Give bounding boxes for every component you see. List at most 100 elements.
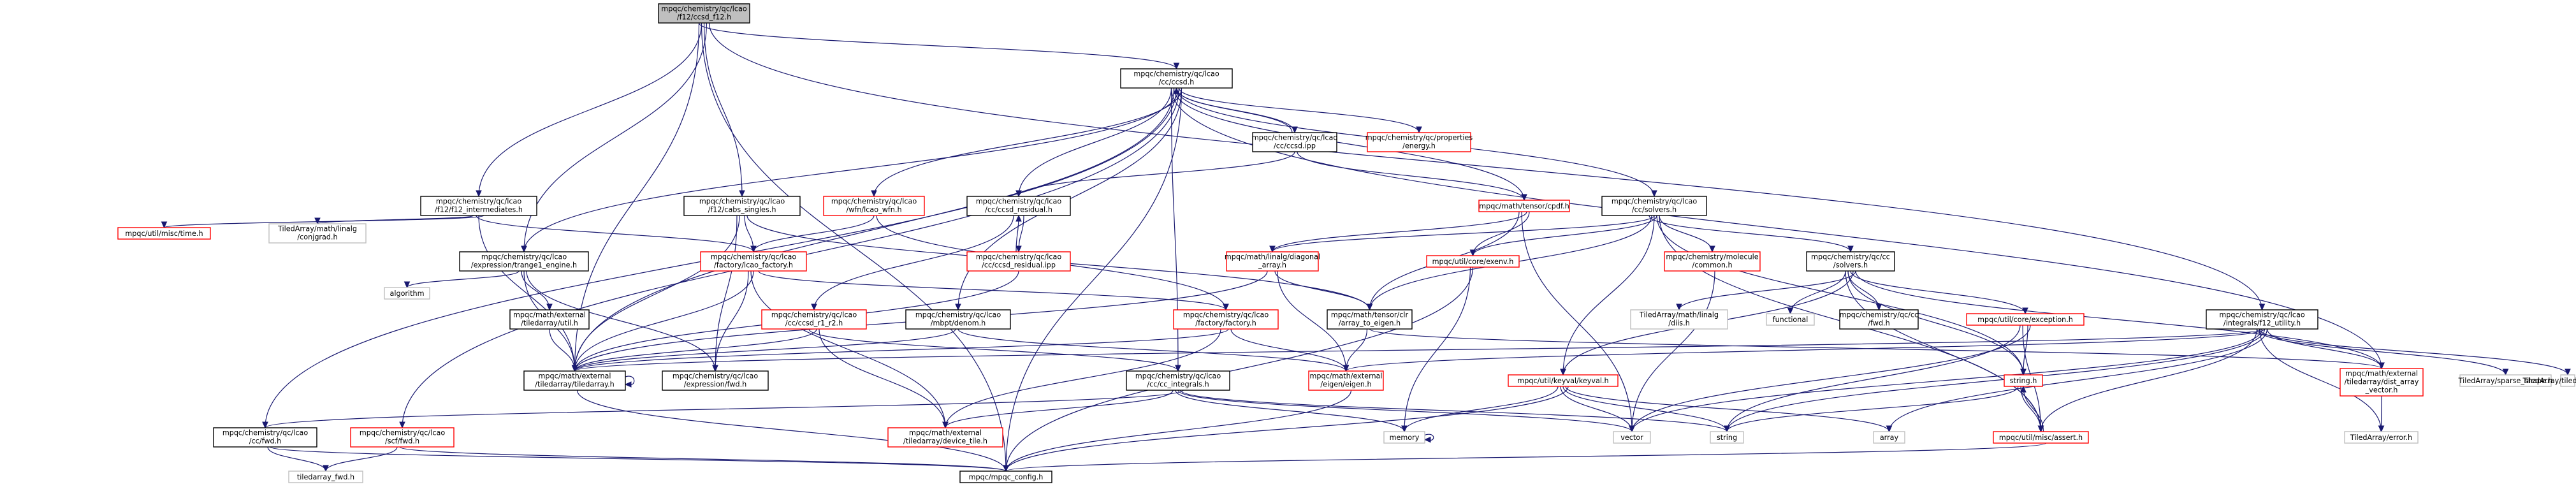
node-mbpt-denom-h[interactable]: mpqc/chemistry/qc/lcao/mbpt/denom.h [905,309,1011,330]
svg-text:/solvers.h: /solvers.h [1833,261,1868,270]
dependency-edge [2256,328,2509,376]
dependency-edge [404,270,520,289]
node-util-core-exenv-h[interactable]: mpqc/util/core/exenv.h [1426,255,1520,268]
svg-text:mpqc/math/external: mpqc/math/external [909,429,982,437]
node-cc-ccsd-r1-r2-h[interactable]: mpqc/chemistry/qc/lcao/cc/ccsd_r1_r2.h [761,309,867,330]
dependency-edge [1297,151,1527,201]
svg-text:/cc/fwd.h: /cc/fwd.h [249,437,281,446]
dependency-edge [703,22,745,198]
svg-text:/cc/ccsd.ipp: /cc/ccsd.ipp [1274,142,1316,150]
node-cc-fwd-h[interactable]: mpqc/chemistry/qc/lcao/cc/fwd.h [213,427,317,448]
svg-text:mpqc/chemistry/qc/lcao: mpqc/chemistry/qc/lcao [673,372,758,381]
node-expression-fwd-h[interactable]: mpqc/chemistry/qc/lcao/expression/fwd.h [662,370,769,391]
dependency-edge [1274,270,1373,311]
node-linalg-diagonal-array-h[interactable]: mpqc/math/linalg/diagonal_array.h [1225,251,1320,272]
node-tiledarray-diis-h[interactable]: TiledArray/math/linalg/diis.h [1630,309,1728,330]
header-nodes: mpqc/chemistry/qc/lcao/f12/ccsd_f12.h mp… [117,3,2576,483]
node-ccsd-f12-h[interactable]: mpqc/chemistry/qc/lcao/f12/ccsd_f12.h [658,3,750,24]
node-array[interactable]: array [1873,431,1905,444]
node-functional[interactable]: functional [1766,313,1815,326]
dependency-edge [1015,215,1024,253]
svg-text:/tiledarray/tiledarray.h: /tiledarray/tiledarray.h [535,381,614,389]
node-external-eigen-eigen-h[interactable]: mpqc/math/external/eigen/eigen.h [1308,370,1384,391]
node-vector[interactable]: vector [1613,431,1651,444]
svg-text:mpqc/chemistry/qc/lcao: mpqc/chemistry/qc/lcao [661,5,746,13]
node-molecule-common-h[interactable]: mpqc/chemistry/molecule/common.h [1664,251,1761,272]
svg-text:array: array [1880,434,1899,442]
dependency-edge [1003,390,1352,472]
dependency-edge [1850,270,2028,315]
node-tiledarray-tiledarray-h[interactable]: mpqc/math/external/tiledarray/tiledarray… [523,370,626,391]
svg-text:mpqc/chemistry/qc/lcao: mpqc/chemistry/qc/lcao [360,429,445,437]
svg-text:mpqc/math/tensor/cpdf.h: mpqc/math/tensor/cpdf.h [1479,202,1569,210]
svg-text:mpqc/chemistry/qc/lcao: mpqc/chemistry/qc/lcao [1252,134,1337,142]
node-cc-ccsd-residual-h[interactable]: mpqc/chemistry/qc/lcao/cc/ccsd_residual.… [966,196,1071,216]
node-factory-factory-h[interactable]: mpqc/chemistry/qc/lcao/factory/factory.h [1173,309,1279,330]
svg-text:mpqc/chemistry/qc/lcao: mpqc/chemistry/qc/lcao [699,198,785,206]
svg-text:/cc/solvers.h: /cc/solvers.h [1632,206,1677,214]
dependency-edge [314,215,474,225]
node-factory-lcao-factory-h[interactable]: mpqc/chemistry/qc/lcao/factory/lcao_fact… [700,251,807,272]
svg-text:/energy.h: /energy.h [1402,142,1436,150]
svg-text:mpqc/util/core/exception.h: mpqc/util/core/exception.h [1977,316,2073,324]
svg-text:_array.h: _array.h [1258,261,1286,270]
node-tiledarray-conjgrad-h[interactable]: TiledArray/math/linalg/conjgrad.h [268,223,367,244]
node-qc-cc-fwd-h[interactable]: mpqc/chemistry/qc/cc/fwd.h [1839,309,1919,330]
svg-text:/integrals/f12_utility.h: /integrals/f12_utility.h [2223,319,2301,328]
node-tiledarray-error-h[interactable]: TiledArray/error.h [2344,431,2419,444]
node-cc-solvers-h[interactable]: mpqc/chemistry/qc/lcao/cc/solvers.h [1601,196,1707,216]
node-cc-ccsd-h[interactable]: mpqc/chemistry/qc/lcao/cc/ccsd.h [1120,68,1233,89]
dependency-edge [1560,386,1635,433]
node-tiledarray-fwd-h[interactable]: tiledarray_fwd.h [288,471,363,483]
dependency-edge [808,328,1181,372]
dependency-edge [476,22,702,198]
node-tiledarray-sparse-shape-h[interactable]: TiledArray/sparse_shape.h [2458,374,2553,387]
svg-text:/scf/fwd.h: /scf/fwd.h [385,437,419,446]
node-tiledarray-device-tile-h[interactable]: mpqc/math/external/tiledarray/device_til… [887,427,1003,448]
dependency-edge [1175,390,1408,433]
dependency-edge [1178,87,1422,134]
dependency-edge [811,215,1014,311]
node-mpqc-config-h[interactable]: mpqc/mpqc_config.h [959,471,1052,483]
node-cc-ccsd-ipp[interactable]: mpqc/chemistry/qc/lcao/cc/ccsd.ipp [1252,132,1337,152]
svg-text:memory: memory [1390,434,1420,442]
node-f12-cabs-singles-h[interactable]: mpqc/chemistry/qc/lcao/f12/cabs_singles.… [683,196,801,216]
dependency-edges [161,22,2571,472]
node-scf-fwd-h[interactable]: mpqc/chemistry/qc/lcao/scf/fwd.h [350,427,455,448]
svg-text:mpqc/util/keyval/keyval.h: mpqc/util/keyval/keyval.h [1517,377,1608,385]
dependency-edge [2037,328,2258,433]
node-memory[interactable]: memory [1383,431,1425,444]
svg-text:mpqc/chemistry/qc/lcao: mpqc/chemistry/qc/lcao [976,198,1061,206]
node-cc-ccsd-residual-ipp[interactable]: mpqc/chemistry/qc/lcao/cc/ccsd_residual.… [966,251,1071,272]
node-properties-energy-h[interactable]: mpqc/chemistry/qc/properties/energy.h [1365,132,1473,152]
node-util-misc-assert-h[interactable]: mpqc/util/misc/assert.h [1993,431,2089,444]
node-string-h[interactable]: string.h [2004,374,2043,387]
node-expression-trange1-engine-h[interactable]: mpqc/chemistry/qc/lcao/expression/trange… [459,251,589,272]
node-tiledarray-util-h[interactable]: mpqc/math/external/tiledarray/util.h [509,309,590,330]
node-tiledarray-tiled-range1-h[interactable]: TiledArray/tiled_range1.h [2522,374,2576,387]
node-cc-cc-integrals-h[interactable]: mpqc/chemistry/qc/lcao/cc/cc_integrals.h [1126,370,1230,391]
node-math-tensor-cpdf-h[interactable]: mpqc/math/tensor/cpdf.h [1478,200,1570,212]
node-integrals-f12-utility-h[interactable]: mpqc/chemistry/qc/lcao/integrals/f12_uti… [2206,309,2318,330]
node-f12-intermediates-h[interactable]: mpqc/chemistry/qc/lcao/f12/f12_intermedi… [420,196,537,216]
svg-text:/tiledarray/device_tile.h: /tiledarray/device_tile.h [903,437,987,446]
dependency-edge [1560,215,1655,376]
dependency-edge [1173,87,1293,133]
dependency-edge [624,376,635,388]
node-util-core-exception-h[interactable]: mpqc/util/core/exception.h [1966,313,2085,326]
svg-text:/cc/ccsd_r1_r2.h: /cc/ccsd_r1_r2.h [785,319,843,328]
node-tensor-clr-array-to-eigen-h[interactable]: mpqc/math/tensor/clr/array_to_eigen.h [1327,309,1413,330]
dependency-edge [521,270,553,311]
node-string[interactable]: string [1710,431,1744,444]
node-wfn-lcao-wfn-h[interactable]: mpqc/chemistry/qc/lcao/wfn/lcao_wfn.h [823,196,925,216]
node-qc-cc-solvers-h[interactable]: mpqc/chemistry/qc/cc/solvers.h [1806,251,1895,272]
dependency-edge [1724,328,2266,433]
node-algorithm[interactable]: algorithm [384,287,430,300]
node-util-misc-time-h[interactable]: mpqc/util/misc/time.h [117,227,211,240]
dependency-edge [323,446,398,472]
node-tiledarray-dist-array-vector-h[interactable]: mpqc/math/external/tiledarray/dist_array… [2340,368,2424,397]
node-util-keyval-keyval-h[interactable]: mpqc/util/keyval/keyval.h [1508,374,1619,387]
dependency-edge [1175,87,1298,134]
dependency-edge [1401,386,1559,433]
